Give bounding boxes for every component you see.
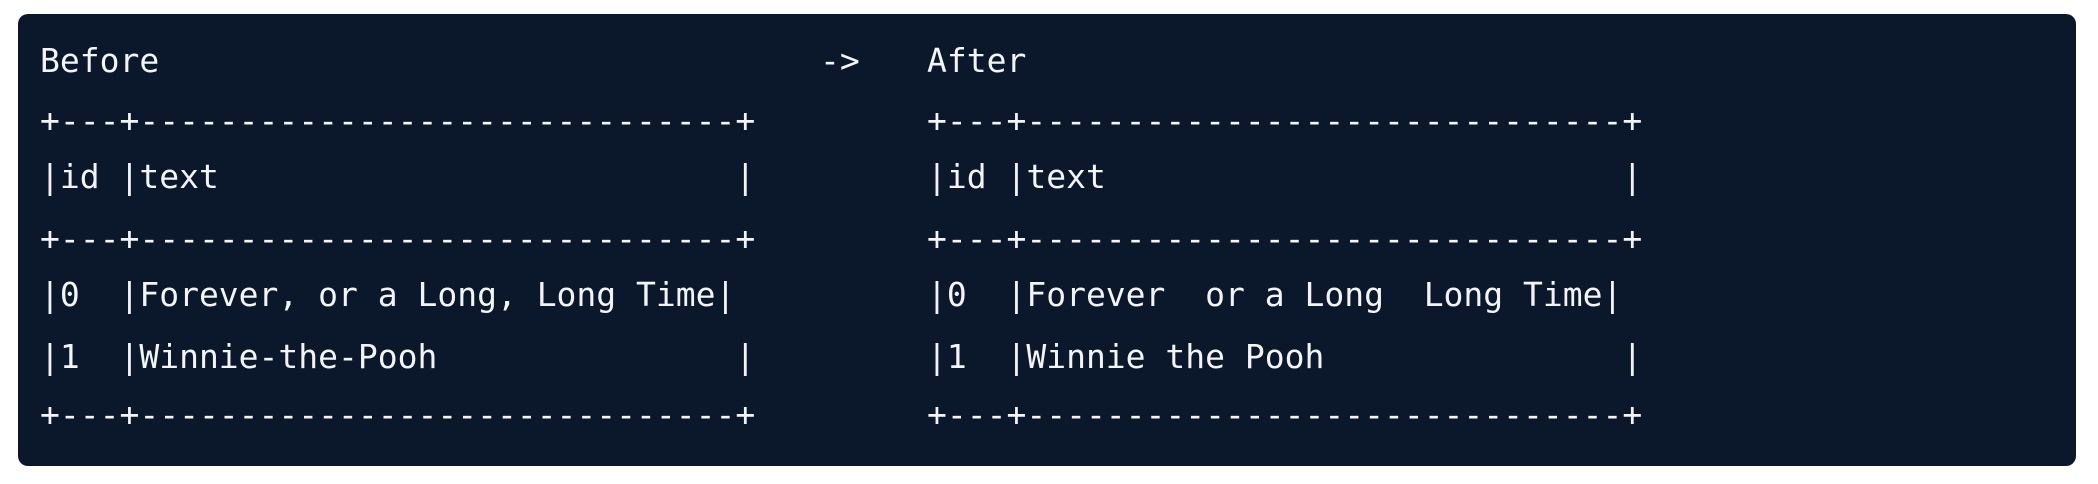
before-header-row: |id |text | bbox=[40, 157, 756, 196]
before-table: Before +---+----------------------------… bbox=[40, 14, 755, 431]
after-bottom-border: +---+------------------------------+ bbox=[927, 395, 1643, 434]
before-title: Before bbox=[40, 41, 160, 80]
after-header-border: +---+------------------------------+ bbox=[927, 219, 1643, 258]
after-title: After bbox=[927, 41, 1027, 80]
before-row-1: |1 |Winnie-the-Pooh | bbox=[40, 337, 756, 376]
after-row-1: |1 |Winnie the Pooh | bbox=[927, 337, 1643, 376]
before-bottom-border: +---+------------------------------+ bbox=[40, 395, 756, 434]
after-table: After +---+-----------------------------… bbox=[927, 14, 1642, 431]
after-row-0: |0 |Forever or a Long Long Time| bbox=[927, 275, 1623, 314]
code-output-panel: Before +---+----------------------------… bbox=[18, 14, 2076, 466]
before-row-0: |0 |Forever, or a Long, Long Time| bbox=[40, 275, 736, 314]
before-header-border: +---+------------------------------+ bbox=[40, 219, 756, 258]
arrow-text: -> bbox=[820, 41, 860, 80]
after-top-border: +---+------------------------------+ bbox=[927, 101, 1643, 140]
before-top-border: +---+------------------------------+ bbox=[40, 101, 756, 140]
after-header-row: |id |text | bbox=[927, 157, 1643, 196]
